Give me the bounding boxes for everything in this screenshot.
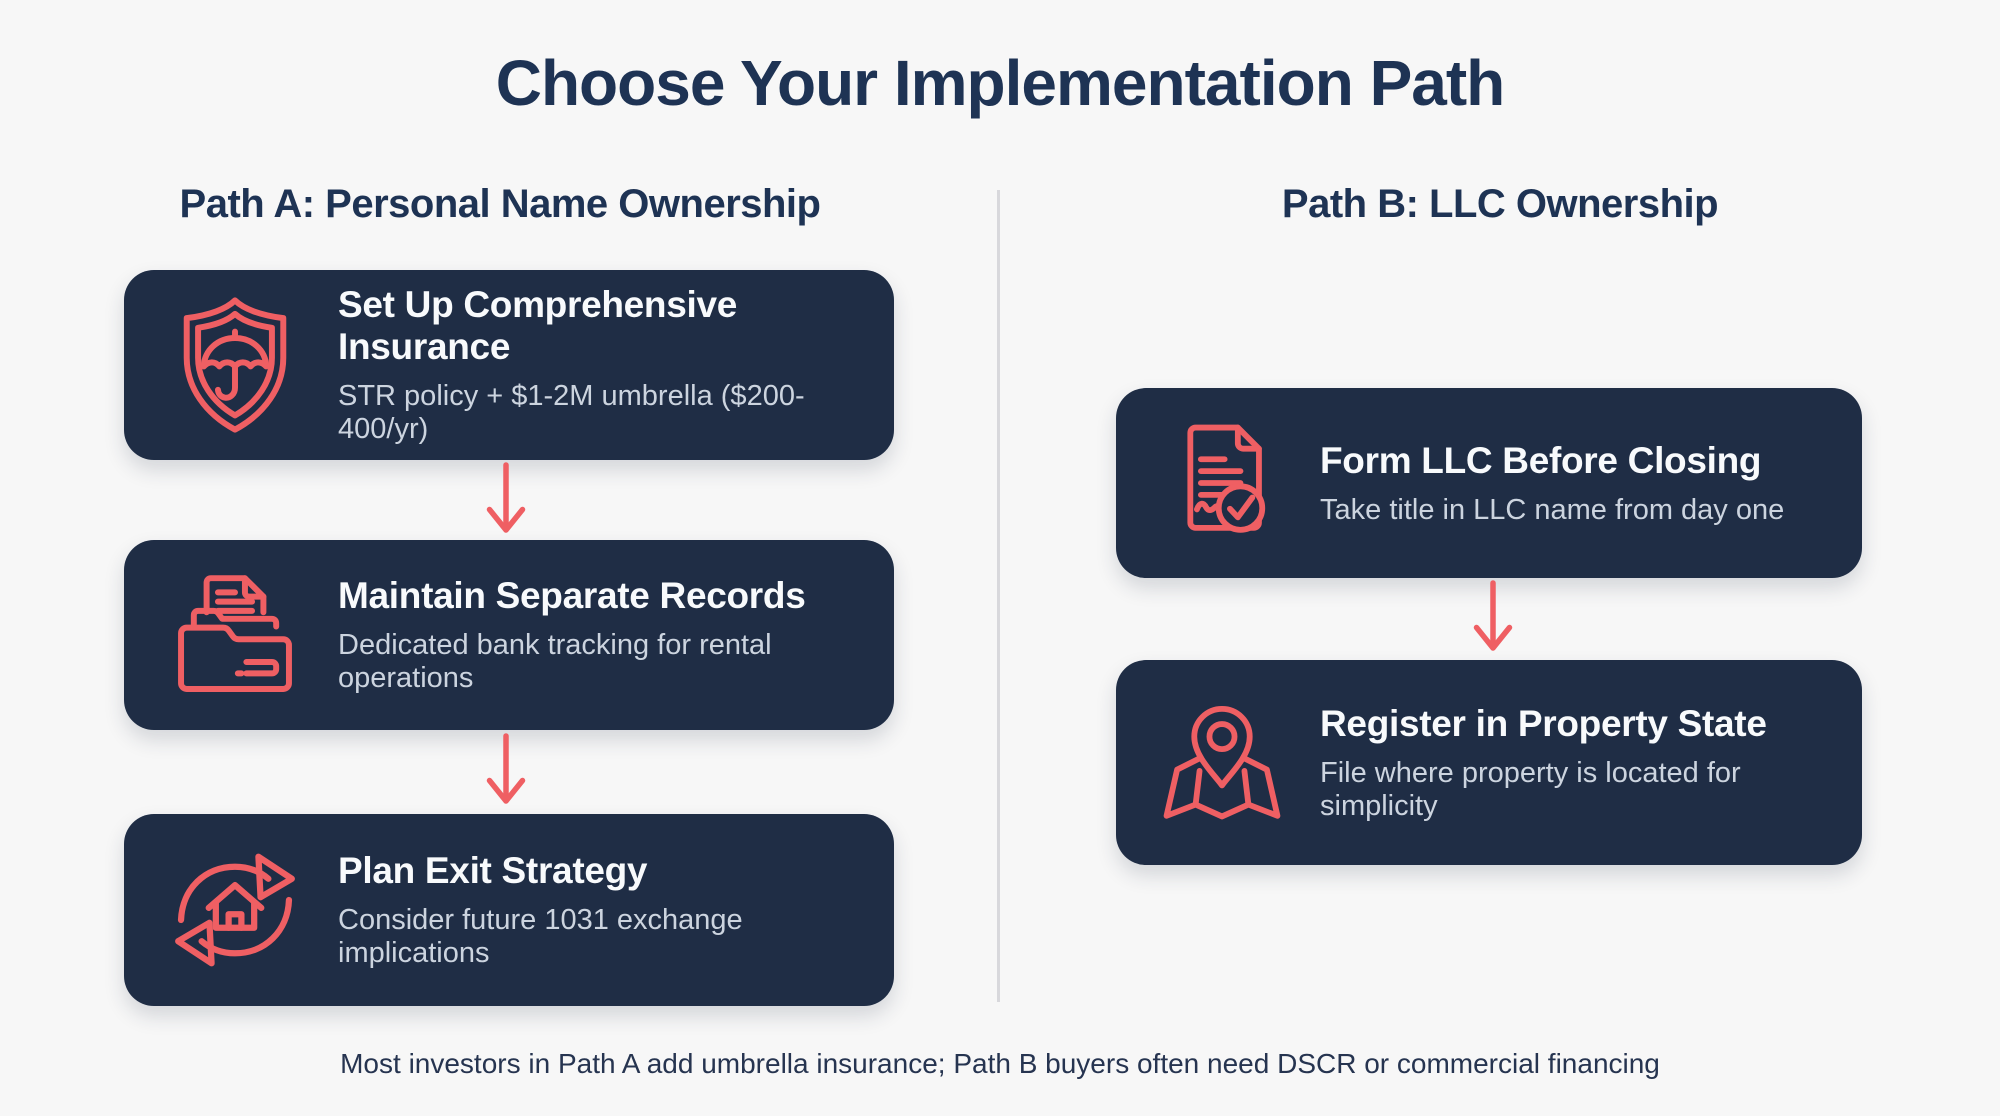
step-card-exit-strategy: Plan Exit Strategy Consider future 1031 … xyxy=(124,814,894,1006)
step-card-register-state: Register in Property State File where pr… xyxy=(1116,660,1862,865)
path-b-heading: Path B: LLC Ownership xyxy=(1281,182,1719,226)
page-title: Choose Your Implementation Path xyxy=(495,47,1506,119)
step-subtitle: Consider future 1031 exchange implicatio… xyxy=(338,904,743,969)
cycle-house-icon xyxy=(164,839,306,981)
step-subtitle: STR policy + $1-2M umbrella ($200-400/yr… xyxy=(338,380,805,445)
step-card-records: Maintain Separate Records Dedicated bank… xyxy=(124,540,894,730)
step-card-insurance: Set Up Comprehensive Insurance STR polic… xyxy=(124,270,894,460)
step-title: Register in Property State xyxy=(1320,702,1767,744)
step-title: Maintain Separate Records xyxy=(338,575,806,616)
step-subtitle: Take title in LLC name from day one xyxy=(1320,493,1785,526)
map-pin-icon xyxy=(1156,697,1288,829)
step-title: Plan Exit Strategy xyxy=(338,850,648,891)
footer-note: Most investors in Path A add umbrella in… xyxy=(340,1048,1660,1079)
document-check-icon xyxy=(1156,417,1288,549)
arrow-down-icon xyxy=(486,462,526,533)
step-subtitle: Dedicated bank tracking for rental opera… xyxy=(338,629,772,694)
step-card-form-llc: Form LLC Before Closing Take title in LL… xyxy=(1116,388,1862,578)
step-title: Form LLC Before Closing xyxy=(1320,439,1762,481)
arrow-down-icon xyxy=(1473,580,1513,651)
arrow-down-icon xyxy=(486,733,526,804)
step-title: Set Up Comprehensive Insurance xyxy=(338,284,738,367)
folder-records-icon xyxy=(164,564,306,706)
column-divider xyxy=(997,190,1000,1002)
path-a-heading: Path A: Personal Name Ownership xyxy=(179,182,821,226)
shield-umbrella-icon xyxy=(164,294,306,436)
step-subtitle: File where property is located for simpl… xyxy=(1320,756,1741,822)
